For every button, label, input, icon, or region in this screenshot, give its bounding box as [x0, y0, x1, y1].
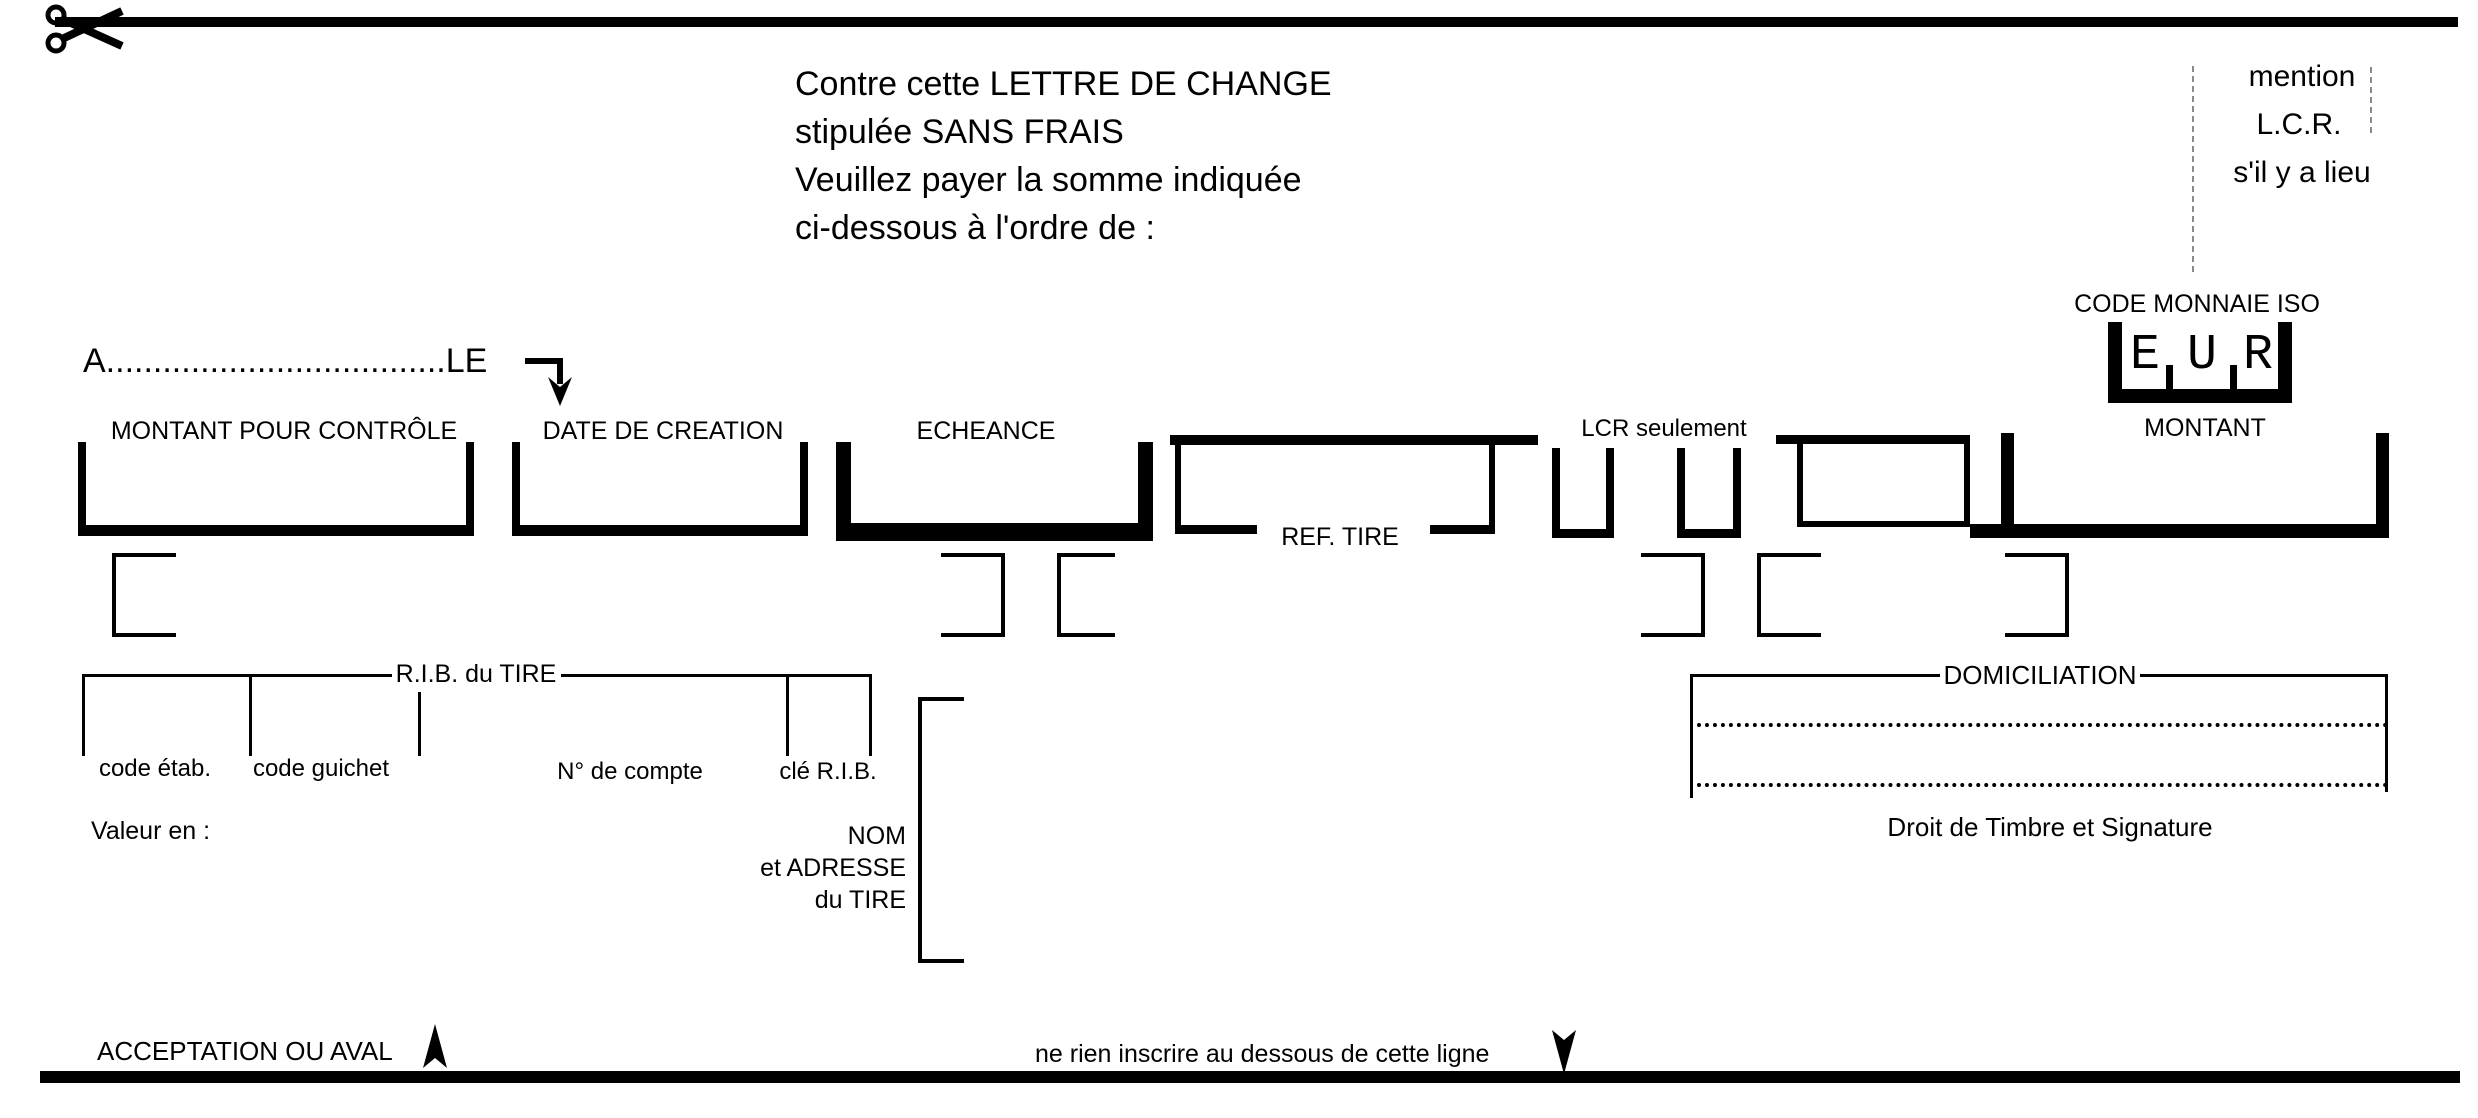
nom-line: NOM [847, 822, 906, 850]
currency-field-left-bar [2108, 322, 2122, 403]
rib-hline-right [561, 674, 872, 677]
valeur-en-label: Valeur en : [91, 817, 211, 845]
mention-dashed-line-left [2192, 66, 2194, 272]
mention-line: s'il y a lieu [2233, 156, 2371, 189]
bracket-field[interactable] [1757, 553, 1821, 637]
bracket-field[interactable] [1641, 553, 1705, 637]
currency-letter: U [2186, 327, 2218, 384]
scissors-icon [45, 4, 124, 54]
droit-timbre-signature-label: Droit de Timbre et Signature [1887, 812, 2213, 842]
montant-left-bar [2001, 433, 2014, 538]
mention-dashed-line-right [2370, 67, 2372, 133]
small-rect-bottom-bar [1797, 521, 1970, 527]
instruction-line: stipulée SANS FRAIS [795, 113, 1124, 151]
ref-tire-bottom-right-bar [1430, 525, 1495, 534]
ref-tire-left-bar [1175, 445, 1181, 533]
currency-letter: E [2129, 327, 2161, 384]
domiciliation-dotted-line[interactable] [1697, 723, 2388, 727]
bottom-rule [40, 1071, 2460, 1083]
code-monnaie-iso-label: CODE MONNAIE ISO [2074, 290, 2320, 318]
arrow-up-icon [423, 1024, 447, 1068]
lcr-seulement-field-2[interactable] [1677, 448, 1741, 538]
ref-tire-right-bar [1489, 445, 1495, 533]
echeance-field[interactable] [836, 442, 1153, 541]
arrow-down-icon [1552, 1030, 1576, 1074]
bracket-field[interactable] [112, 553, 176, 637]
nom-adresse-tire-field[interactable] [918, 697, 964, 963]
domiciliation-left-bar [1690, 674, 1693, 798]
ne-rien-inscrire-label: ne rien inscrire au dessous de cette lig… [1035, 1040, 1490, 1068]
rib-hline-left [82, 674, 392, 677]
top-cut-rule [55, 17, 2458, 27]
code-etab-label: code étab. [98, 755, 212, 782]
instruction-line: Contre cette LETTRE DE CHANGE [795, 65, 1332, 103]
ref-tire-label: REF. TIRE [1281, 523, 1399, 551]
acceptation-ou-aval-label: ACCEPTATION OU AVAL [97, 1036, 393, 1066]
mention-line: L.C.R. [2256, 108, 2342, 141]
small-rect-top-bar [1776, 435, 1970, 444]
cle-rib-label: clé R.I.B. [779, 758, 877, 785]
currency-field-tick [2230, 365, 2237, 389]
montant-bottom-bar [1970, 524, 2389, 538]
montant-pour-controle-field[interactable] [78, 442, 474, 536]
domiciliation-top-left-bar [1690, 674, 1940, 677]
bracket-field[interactable] [2005, 553, 2069, 637]
instruction-line: ci-dessous à l'ordre de : [795, 209, 1155, 247]
domiciliation-top-right-bar [2140, 674, 2388, 677]
rib-divider [869, 674, 872, 756]
domiciliation-dotted-line[interactable] [1697, 783, 2388, 787]
montant-right-bar [2376, 433, 2389, 538]
montant-pour-controle-label: MONTANT POUR CONTRÔLE [110, 417, 458, 445]
no-de-compte-label: N° de compte [557, 758, 703, 785]
rib-divider [786, 674, 789, 756]
small-rect-right-bar [1964, 435, 1970, 527]
nom-line: et ADRESSE [760, 854, 906, 882]
mention-line: mention [2248, 60, 2356, 93]
ref-tire-bottom-left-bar [1175, 525, 1257, 534]
nom-adresse-tire-label: NOM et ADRESSE du TIRE [600, 820, 906, 916]
date-de-creation-label: DATE DE CREATION [542, 417, 784, 445]
currency-field-right-bar [2278, 322, 2292, 403]
lcr-seulement-field-1[interactable] [1552, 448, 1614, 538]
bracket-field[interactable] [941, 553, 1005, 637]
domiciliation-right-bar [2385, 674, 2388, 792]
date-de-creation-field[interactable] [512, 442, 808, 536]
nom-line: du TIRE [814, 886, 906, 914]
instruction-line: Veuillez payer la somme indiquée [795, 161, 1302, 199]
place-date-line[interactable]: A....................................LE [83, 342, 488, 380]
arrow-corner-down-icon [525, 358, 572, 406]
montant-label: MONTANT [2144, 414, 2266, 442]
echeance-label: ECHEANCE [916, 417, 1056, 445]
code-guichet-label: code guichet [252, 755, 390, 782]
bracket-field[interactable] [1057, 553, 1115, 637]
rib-divider [418, 692, 421, 756]
currency-field-bottom-bar [2108, 389, 2292, 403]
rib-divider [82, 674, 85, 756]
rib-title: R.I.B. du TIRE [395, 660, 557, 688]
currency-field-tick [2166, 365, 2173, 389]
domiciliation-title: DOMICILIATION [1943, 660, 2137, 690]
rib-divider [249, 674, 252, 756]
small-rect-left-bar [1797, 435, 1803, 527]
currency-letter: R [2242, 327, 2274, 384]
lcr-seulement-label: LCR seulement [1581, 415, 1747, 442]
ref-tire-top-bar [1170, 435, 1538, 445]
